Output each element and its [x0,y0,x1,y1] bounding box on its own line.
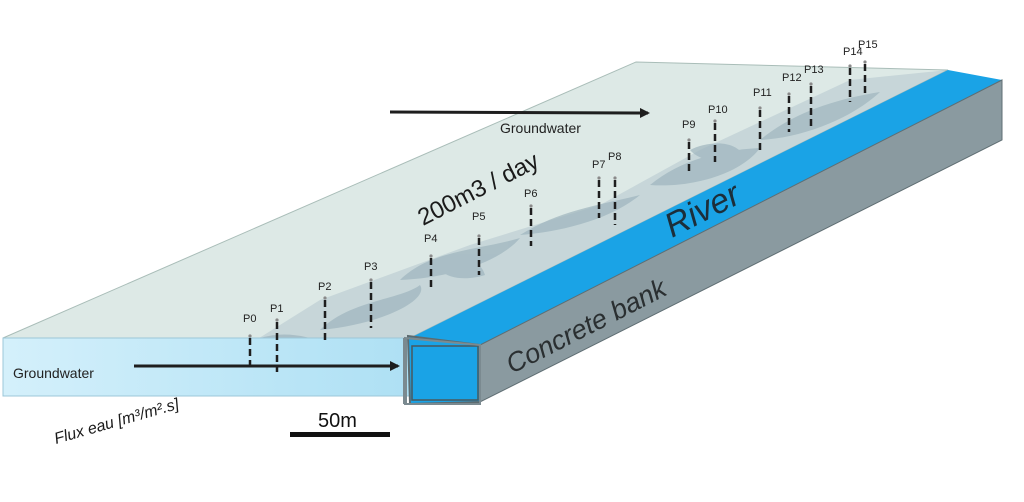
river-front-face [411,345,479,401]
piezometer-p9-label: P9 [682,119,695,131]
piezometer-p7-cap [597,176,601,180]
piezometer-p15-cap [863,60,867,64]
piezometer-p5-label: P5 [472,211,485,223]
piezometer-p9-cap [687,138,691,142]
flux-band [240,70,948,350]
piezometer-p8-label: P8 [608,151,621,163]
piezometer-p12-label: P12 [782,72,802,84]
piezometer-p13-label: P13 [804,64,824,76]
piezometer-p5-cap [477,234,481,238]
piezometer-p0-cap [248,334,252,338]
piezometer-p3-cap [369,278,373,282]
piezometer-p1-label: P1 [270,303,283,315]
piezometer-p4-cap [429,254,433,258]
scale-bar [290,432,390,437]
piezometer-p2-cap [323,296,327,300]
piezometer-p6-label: P6 [524,188,537,200]
piezometer-p7-label: P7 [592,159,605,171]
river-channel-top [410,70,1002,345]
groundwater-top-arrow [389,107,650,118]
piezometer-p4-label: P4 [424,233,437,245]
piezometer-p0-label: P0 [243,313,256,325]
groundwater-top-label: Groundwater [500,120,581,136]
piezometer-p14-cap [848,64,852,68]
piezometer-p10-cap [713,119,717,123]
piezometer-p3-label: P3 [364,261,377,273]
piezometer-p11-label: P11 [753,87,772,99]
piezometer-p8-cap [613,176,617,180]
piezometer-p1-cap [275,318,279,322]
piezometer-p15-label: P15 [858,39,878,51]
groundwater-front-label: Groundwater [13,365,94,381]
piezometer-p6-cap [529,204,533,208]
piezometer-p14-label: P14 [843,46,863,58]
piezometer-p11-cap [758,106,762,110]
piezometer-p12-cap [787,92,791,96]
flux-axis-label: Flux eau [m³/m².s] [52,396,181,448]
piezometer-p2-label: P2 [318,281,331,293]
scale-bar-label: 50m [318,410,357,432]
piezometer-p10-label: P10 [708,104,728,116]
piezometer-p13-cap [809,82,813,86]
